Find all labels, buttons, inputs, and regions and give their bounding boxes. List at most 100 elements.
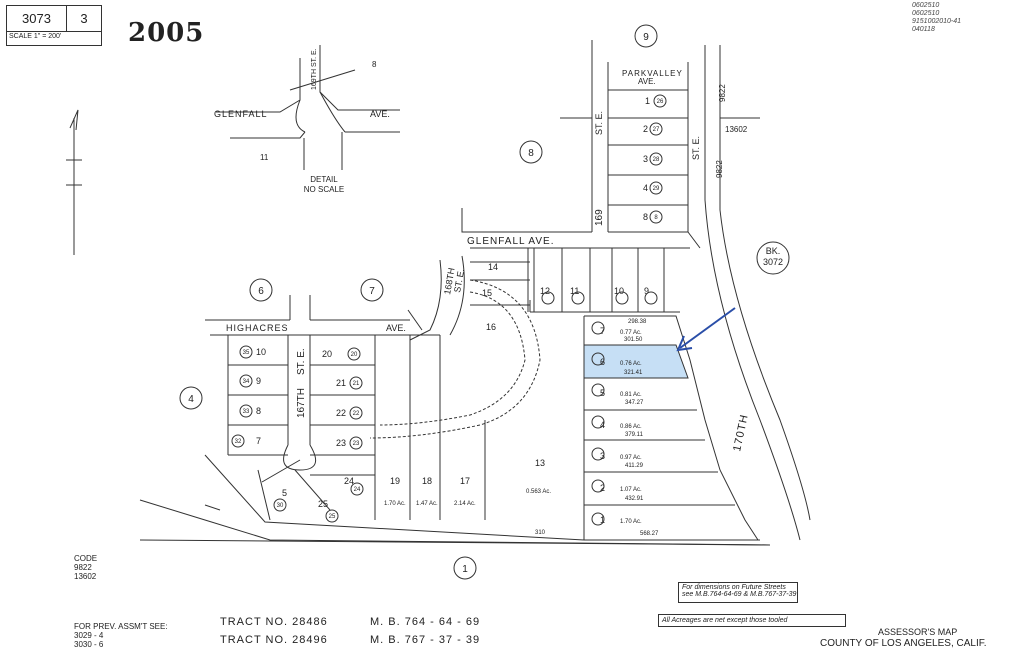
lot-top-circle-27: 27 bbox=[653, 127, 660, 133]
highlighted-parcel[interactable] bbox=[583, 344, 689, 379]
street-glenfall-detail: GLENFALL bbox=[214, 109, 268, 119]
lot-left-8: 8 bbox=[256, 406, 261, 416]
lot-25: 25 bbox=[318, 499, 328, 509]
lot-17: 17 bbox=[460, 476, 470, 486]
lot-20: 20 bbox=[322, 349, 332, 359]
lot-14: 14 bbox=[488, 262, 498, 272]
lot-21: 21 bbox=[336, 378, 346, 388]
prev-assessment: FOR PREV. ASSM'T SEE: 3029 - 4 3030 - 6 bbox=[74, 622, 168, 649]
revision-stamp: 0602510 0602510 9151002010-41 040118 bbox=[912, 2, 962, 33]
lot-1-area: 1.70 Ac. bbox=[620, 519, 642, 525]
lot-circle-25: 25 bbox=[329, 514, 336, 520]
book-ref-circle bbox=[756, 241, 790, 275]
dim-379: 379.11 bbox=[625, 432, 644, 438]
lot-left-circle-32: 32 bbox=[235, 439, 242, 445]
lot-circle-21: 21 bbox=[353, 381, 360, 387]
lot-23: 23 bbox=[336, 438, 346, 448]
tract-number-2: TRACT NO. 28496 bbox=[220, 634, 328, 646]
note-acreages: All Acreages are net except those tooled bbox=[658, 614, 846, 627]
lot-left-circle-34: 34 bbox=[243, 379, 250, 385]
street-glenfall-ave: GLENFALL AVE. bbox=[467, 236, 554, 247]
lot-top-4: 4 bbox=[643, 183, 648, 193]
lot-5-left: 5 bbox=[282, 488, 287, 498]
lot-17-area: 2.14 Ac. bbox=[454, 501, 476, 507]
lot-5-area: 0.81 Ac. bbox=[620, 392, 642, 398]
street-169-st: ST. E. bbox=[594, 111, 604, 135]
block-7: 7 bbox=[369, 286, 375, 297]
dim-298: 298.38 bbox=[628, 319, 647, 325]
lot-3: 3 bbox=[600, 451, 605, 461]
lot-circle-30: 30 bbox=[277, 503, 284, 509]
detail-label: DETAIL bbox=[310, 175, 338, 184]
lot-top-circle-29: 29 bbox=[653, 186, 660, 192]
dim-321: 321.41 bbox=[624, 370, 643, 376]
lot-3-area: 0.97 Ac. bbox=[620, 455, 642, 461]
block-circle-7 bbox=[360, 278, 384, 302]
lot-22: 22 bbox=[336, 408, 346, 418]
arrow-pointer-icon bbox=[676, 307, 736, 352]
lot-5: 5 bbox=[600, 388, 605, 398]
lot-24: 24 bbox=[344, 476, 354, 486]
dim-301: 301.50 bbox=[624, 337, 643, 343]
street-169: 169 bbox=[594, 209, 605, 226]
block-circle-9 bbox=[634, 24, 658, 48]
lot-left-9: 9 bbox=[256, 376, 261, 386]
county-label: COUNTY OF LOS ANGELES, CALIF. bbox=[820, 638, 987, 649]
lot-left-circle-33: 33 bbox=[243, 409, 250, 415]
lot-13: 13 bbox=[535, 458, 545, 468]
lot-12: 12 bbox=[540, 286, 550, 296]
code-9822-mid: 9822 bbox=[715, 160, 724, 178]
lot-top-1: 1 bbox=[645, 96, 650, 106]
lot-top-circle-8: 8 bbox=[654, 215, 658, 221]
lot-15: 15 bbox=[482, 288, 492, 298]
north-arrow-icon bbox=[66, 109, 82, 255]
lot-13-area: 0.563 Ac. bbox=[526, 489, 551, 495]
assessors-map-label: ASSESSOR'S MAP bbox=[878, 627, 958, 637]
map-book-ref-1: M. B. 764 - 64 - 69 bbox=[370, 616, 481, 628]
lot-top-circle-28: 28 bbox=[653, 157, 660, 163]
lot-11: 11 bbox=[570, 286, 579, 296]
block-8: 8 bbox=[528, 148, 534, 159]
lot-left-10: 10 bbox=[256, 347, 266, 357]
note-future-streets: For dimensions on Future Streets see M.B… bbox=[678, 582, 798, 603]
detail-lot-11: 11 bbox=[260, 153, 269, 162]
block-1: 1 bbox=[462, 564, 468, 575]
dim-bottom: 310 bbox=[535, 530, 546, 536]
lot-9: 9 bbox=[644, 286, 649, 296]
street-parkvalley-ave: AVE. bbox=[638, 77, 656, 86]
lot-18: 18 bbox=[422, 476, 432, 486]
block-circle-1 bbox=[453, 556, 477, 580]
street-ave-detail: AVE. bbox=[370, 109, 390, 119]
block-circle-4 bbox=[179, 386, 203, 410]
map-book-ref-2: M. B. 767 - 37 - 39 bbox=[370, 634, 481, 646]
lot-2-area: 1.07 Ac. bbox=[620, 487, 642, 493]
lot-16: 16 bbox=[486, 322, 496, 332]
block-6: 6 bbox=[258, 286, 264, 297]
lot-18-area: 1.47 Ac. bbox=[416, 501, 438, 507]
street-169th-detail: 169TH ST. E. bbox=[311, 48, 318, 90]
map-scale: SCALE 1" = 200' bbox=[9, 33, 62, 40]
block-9: 9 bbox=[643, 32, 649, 43]
street-highacres: HIGHACRES bbox=[226, 323, 289, 333]
lot-top-8: 8 bbox=[643, 212, 648, 222]
street-168th: 168TH bbox=[442, 267, 457, 295]
tract-number-1: TRACT NO. 28486 bbox=[220, 616, 328, 628]
detail-inset bbox=[216, 45, 400, 170]
lot-left-7: 7 bbox=[256, 436, 261, 446]
lot-4: 4 bbox=[600, 420, 605, 430]
lot-circle-22: 22 bbox=[353, 411, 360, 417]
detail-lot-8: 8 bbox=[372, 60, 377, 69]
lot-7: 7 bbox=[600, 326, 605, 336]
block-4: 4 bbox=[188, 394, 194, 405]
lot-2: 2 bbox=[600, 483, 605, 493]
dim-411: 411.29 bbox=[625, 463, 644, 469]
street-167th-st: ST. E. bbox=[296, 348, 307, 375]
lot-left-circle-35: 35 bbox=[243, 350, 250, 356]
code-13602: 13602 bbox=[725, 125, 748, 134]
book-ref-number: 3072 bbox=[763, 257, 783, 267]
code-block: CODE 9822 13602 bbox=[74, 554, 98, 581]
block-circle-6 bbox=[249, 278, 273, 302]
street-parkvalley: PARKVALLEY bbox=[622, 69, 683, 78]
lot-6[interactable]: 6 bbox=[600, 357, 605, 367]
